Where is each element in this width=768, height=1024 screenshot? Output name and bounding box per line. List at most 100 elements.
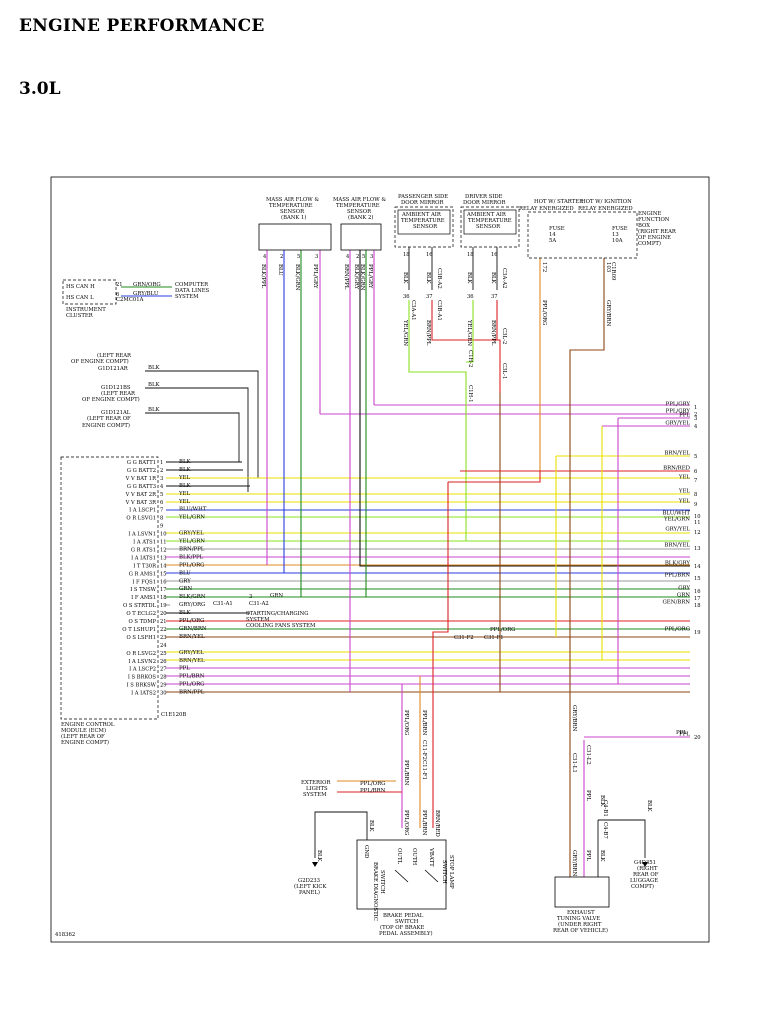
- svg-text:BLK: BLK: [148, 407, 161, 413]
- ecm-pin-wire-label: GRY/YEL: [179, 531, 204, 537]
- ecm-pin-wire-label: GRN/BRN: [179, 626, 207, 632]
- svg-text:DRIVER SIDE: DRIVER SIDE: [465, 194, 503, 200]
- right-pin-number: 18: [694, 603, 701, 609]
- ecm-pin-name: I F FQS1: [132, 579, 156, 585]
- bps-wire-label: PPL/ORG: [403, 710, 409, 735]
- ecm-pin-number: 8: [160, 516, 163, 522]
- svg-text:21: 21: [116, 282, 123, 288]
- svg-text:HOT W/ STARTER: HOT W/ STARTER: [534, 199, 584, 205]
- svg-text:MASS AIR FLOW &: MASS AIR FLOW &: [333, 197, 386, 203]
- mirror-lower-wire-label: YEL/GRN: [402, 319, 408, 346]
- ecm-pin-wire-label: YEL/GRN: [178, 515, 205, 521]
- right-pin-number: 5: [694, 454, 697, 460]
- svg-text:(LEFT REAR: (LEFT REAR: [101, 390, 136, 397]
- right-pin-number: 7: [694, 478, 697, 484]
- svg-text:REAR OF: REAR OF: [633, 872, 659, 878]
- svg-text:LIGHTS: LIGHTS: [306, 786, 328, 792]
- svg-text:13: 13: [612, 232, 619, 238]
- ecm-pin-wire-label: PPL/ORG: [179, 618, 204, 624]
- right-wire-label: YEL/GRN: [663, 517, 690, 523]
- ecm-box: [60, 456, 159, 720]
- mirror-pin-lower: 36: [467, 294, 474, 300]
- right-wire-label: GRN: [677, 593, 690, 599]
- ppl-org-label: PPL/ORG: [490, 627, 515, 633]
- svg-text:MASS AIR FLOW &: MASS AIR FLOW &: [266, 197, 319, 203]
- fuse-wire-label: PPL/ORG: [541, 300, 547, 325]
- ecm-connector-label: C1E120B: [161, 712, 186, 718]
- right-wire-label: BRN/RED: [663, 466, 691, 472]
- bps-switch-label: SWITCH: [379, 870, 385, 894]
- svg-text:TEMPERATURE: TEMPERATURE: [269, 203, 313, 209]
- ecm-pin-number: 12: [160, 547, 167, 553]
- svg-text:(LEFT REAR OF: (LEFT REAR OF: [61, 733, 105, 740]
- svg-text:ENGINE COMPT): ENGINE COMPT): [61, 739, 109, 746]
- svg-text:EXTERIOR: EXTERIOR: [301, 780, 331, 786]
- ecm-pin-number: 22: [160, 627, 167, 633]
- svg-text:G1D121BS: G1D121BS: [101, 385, 131, 391]
- ecm-pin-number: 24: [160, 643, 167, 649]
- svg-text:ENGINE COMPT): ENGINE COMPT): [82, 422, 130, 429]
- connector-label: C31-F2: [454, 635, 474, 641]
- ecm-pin-number: 26: [160, 659, 167, 665]
- ecm-pin-number: 6: [160, 500, 163, 506]
- svg-text:SWITCH: SWITCH: [395, 919, 419, 925]
- svg-text:10A: 10A: [612, 238, 623, 244]
- page-title: ENGINE PERFORMANCE: [19, 16, 265, 36]
- ecm-pin-number: 5: [160, 492, 163, 498]
- mirror-pin: 18: [403, 252, 410, 258]
- ecm-pin-name: I A LSVN2: [128, 659, 156, 665]
- wire-ground-bs: [145, 387, 249, 492]
- connector-label: C31-L2: [585, 745, 591, 765]
- wire-pass-yelgrn: [408, 300, 467, 541]
- ecm-pin-wire-label: GRY/YEL: [179, 650, 204, 656]
- bps-wire-label: PPL/BRN: [421, 710, 427, 736]
- ground-symbol-g2d233: [312, 862, 318, 867]
- ecm-pin-number: 1: [160, 460, 163, 466]
- right-wire-label: GRY: [678, 586, 690, 592]
- ground-symbol-g4d351: [642, 862, 648, 867]
- svg-text:REAR OF VEHICLE): REAR OF VEHICLE): [553, 927, 608, 934]
- svg-text:TEMPERATURE: TEMPERATURE: [336, 203, 380, 209]
- driver-mirror: DRIVER SIDE DOOR MIRROR AMBIENT AIR TEMP…: [460, 194, 520, 248]
- svg-text:PANEL): PANEL): [299, 889, 320, 896]
- ecm-pin-name: I S BRKSW: [127, 683, 157, 689]
- ecm-pin-name: G G BATT3: [127, 484, 156, 490]
- ecm-pin-wire-label: YEL: [178, 491, 190, 497]
- ecm-label: ENGINE CONTROL MODULE (ECM) (LEFT REAR O…: [61, 722, 115, 746]
- connector-label: C4-B1: [602, 800, 608, 817]
- right-pin-number: 17: [694, 596, 701, 602]
- svg-text:TUNING VALVE: TUNING VALVE: [557, 916, 600, 922]
- etv-wire-label: BLK: [599, 850, 605, 863]
- svg-text:COMPUTER: COMPUTER: [175, 282, 209, 288]
- ppl-wire-label: PPL: [676, 730, 687, 736]
- ecm-pin-number: 14: [160, 563, 167, 569]
- svg-text:AMBIENT AIR: AMBIENT AIR: [466, 212, 507, 218]
- wire-pass-brnppl: [431, 300, 501, 393]
- maf2-pin: 5: [362, 254, 365, 260]
- svg-text:PASSENGER SIDE: PASSENGER SIDE: [398, 194, 448, 200]
- svg-text:ENGINE: ENGINE: [638, 211, 661, 217]
- ecm-pin-wire-label: BLK: [179, 610, 192, 616]
- ecm-pin-wire-label: BLK: [179, 483, 192, 489]
- ecm-pin-name: I A IATS2: [131, 691, 156, 697]
- svg-text:OF ENGINE: OF ENGINE: [638, 235, 671, 241]
- ecm-pin-name: I A LSVN1: [128, 532, 156, 538]
- maf2-wire-label: BRN/PPL: [343, 264, 349, 290]
- right-pin-number: 19: [694, 630, 701, 636]
- switch-contact-stop: [424, 869, 439, 883]
- right-pin-number: 1: [694, 405, 697, 411]
- connector-label: C31-F1: [484, 635, 504, 641]
- right-pin-number: 10: [694, 514, 701, 520]
- svg-text:SYSTEM: SYSTEM: [175, 294, 199, 300]
- right-wire-label: BLK/GRY: [665, 561, 691, 567]
- figure-id: 418362: [55, 932, 75, 938]
- mirror-wire-label: BLK: [466, 272, 472, 285]
- ecm-pin-name: O T LSHUP1: [122, 627, 156, 633]
- svg-text:(UNDER RIGHT: (UNDER RIGHT: [558, 921, 602, 928]
- right-pin-number: 2: [694, 412, 697, 418]
- right-pin-number: 6: [694, 469, 697, 475]
- ecm-pin-wire-label: YEL: [178, 499, 190, 505]
- bps-switch-label: BRAKE DIAGNOSTIC: [372, 862, 378, 921]
- svg-text:(BANK 2): (BANK 2): [348, 214, 374, 221]
